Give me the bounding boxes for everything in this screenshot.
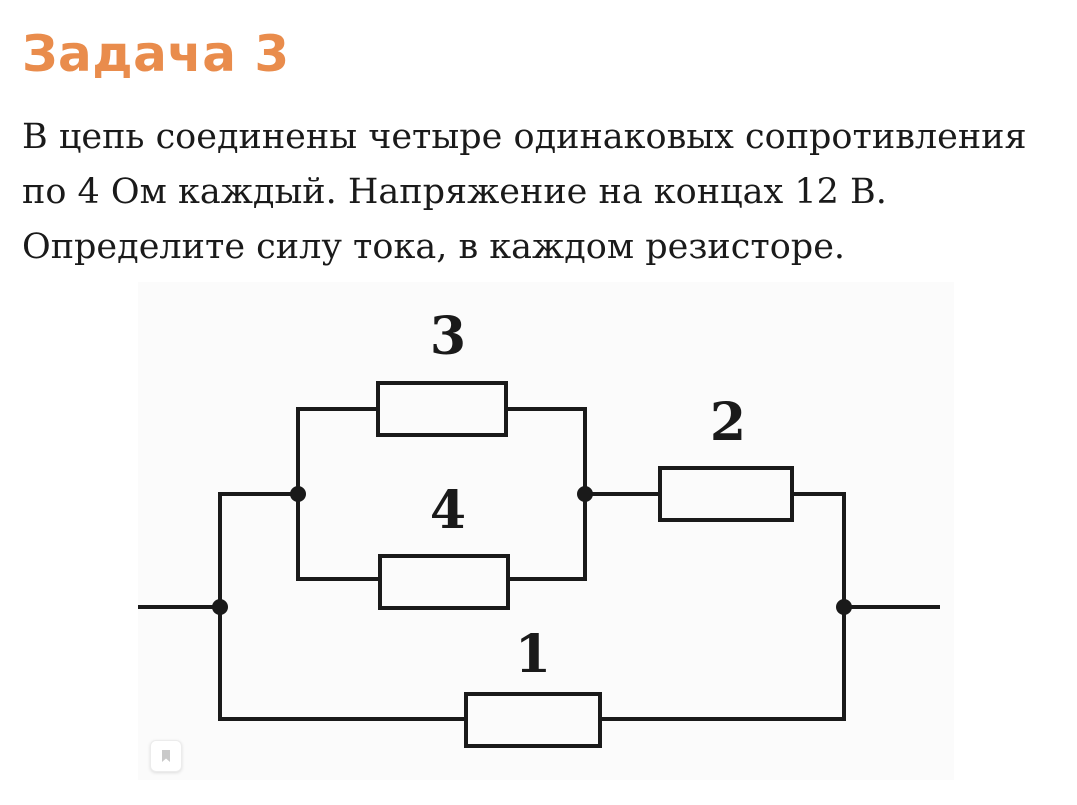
circuit-svg: 3 4 2 1 bbox=[138, 306, 940, 748]
junction-parallel-right bbox=[577, 486, 593, 502]
resistor-1-body bbox=[464, 692, 602, 748]
resistor-3-label: 3 bbox=[430, 306, 466, 367]
junction-parallel-left bbox=[290, 486, 306, 502]
junction-output bbox=[836, 599, 852, 615]
problem-statement: В цепь соединены четыре одинаковых сопро… bbox=[22, 110, 1067, 275]
resistor-2-body bbox=[658, 466, 794, 522]
bookmark-button[interactable] bbox=[150, 740, 182, 772]
resistor-3-body bbox=[376, 381, 508, 437]
slide-title: Задача 3 bbox=[22, 25, 290, 83]
resistor-2-label: 2 bbox=[710, 392, 746, 453]
problem-line-1: В цепь соединены четыре одинаковых сопро… bbox=[22, 117, 1027, 157]
resistor-4-body bbox=[378, 554, 510, 610]
problem-line-2: по 4 Ом каждый. Напряжение на концах 12 … bbox=[22, 172, 887, 212]
resistor-4-label: 4 bbox=[430, 480, 466, 541]
circuit-diagram: 3 4 2 1 bbox=[138, 282, 954, 780]
junction-input bbox=[212, 599, 228, 615]
bookmark-icon bbox=[162, 750, 170, 762]
problem-line-3: Определите силу тока, в каждом резисторе… bbox=[22, 227, 846, 267]
resistor-1-label: 1 bbox=[515, 624, 551, 685]
